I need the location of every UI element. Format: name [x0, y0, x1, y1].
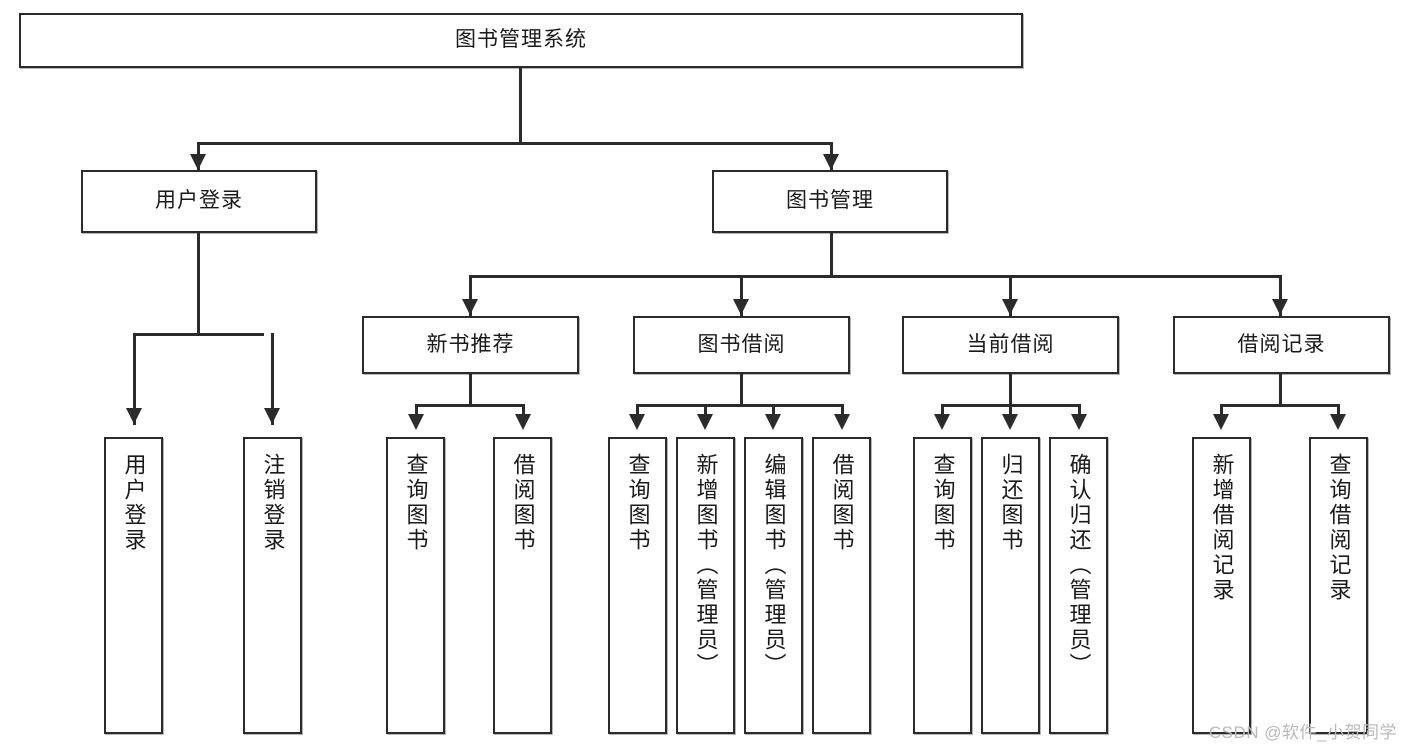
node-current-borrow[interactable]: 当前借阅 [902, 316, 1119, 374]
edge-drop-book-borrow [740, 275, 743, 317]
edge-drop-current-borrow [1009, 275, 1012, 317]
node-new-book-recommend[interactable]: 新书推荐 [362, 316, 579, 374]
node-label: 当前借阅 [966, 332, 1055, 356]
edge-drop-borrow-record [1279, 275, 1282, 317]
arrowhead-new-book [462, 299, 478, 315]
node-label: 新增图书（管理员） [693, 453, 719, 678]
leaf-borrow-record-query[interactable]: 查询借阅记录 [1309, 437, 1368, 734]
edge-book-manage-stem [830, 233, 833, 277]
leaf-borrow-record-add[interactable]: 新增借阅记录 [1192, 437, 1251, 734]
node-label: 新增借阅记录 [1209, 453, 1235, 603]
leaf-book-borrow-borrow[interactable]: 借阅图书 [812, 437, 871, 734]
edge-new-book-stem [469, 374, 472, 406]
arrowhead-book-manage [823, 154, 839, 170]
node-book-management[interactable]: 图书管理 [712, 170, 948, 233]
arrowhead-nb-leaf-2 [515, 414, 531, 430]
node-label: 图书管理 [786, 189, 874, 213]
node-label: 图书管理系统 [455, 28, 587, 52]
arrowhead-bb-leaf-4 [834, 414, 850, 430]
node-book-borrow[interactable]: 图书借阅 [633, 316, 850, 374]
edge-user-login-stem [197, 233, 200, 335]
node-label: 查询借阅记录 [1326, 453, 1352, 603]
leaf-book-borrow-edit[interactable]: 编辑图书（管理员） [744, 437, 803, 734]
node-borrow-record[interactable]: 借阅记录 [1173, 316, 1390, 374]
edge-drop-leaf-user-login-2 [271, 333, 274, 425]
edge-drop-leaf-user-login-1 [133, 333, 136, 425]
leaf-current-borrow-confirm[interactable]: 确认归还（管理员） [1049, 437, 1108, 734]
arrowhead-br-leaf-2 [1330, 414, 1346, 430]
node-root-system[interactable]: 图书管理系统 [19, 13, 1023, 68]
node-label: 用户登录 [121, 453, 147, 553]
arrowhead-borrow-record [1272, 299, 1288, 315]
leaf-book-borrow-query[interactable]: 查询图书 [608, 437, 667, 734]
arrowhead-user-login [190, 154, 206, 170]
leaf-new-book-query[interactable]: 查询图书 [386, 437, 445, 734]
arrowhead-bb-leaf-2 [697, 414, 713, 430]
arrowhead-leaf-user-login-1 [126, 408, 142, 424]
node-label: 查询图书 [930, 453, 956, 553]
node-label: 编辑图书（管理员） [761, 453, 787, 678]
node-label: 归还图书 [998, 453, 1024, 553]
edge-current-borrow-stem [1009, 374, 1012, 406]
arrowhead-nb-leaf-1 [408, 414, 424, 430]
node-label: 借阅图书 [829, 453, 855, 553]
edge-borrow-record-stem [1279, 374, 1282, 406]
leaf-book-borrow-add[interactable]: 新增图书（管理员） [676, 437, 735, 734]
node-user-login[interactable]: 用户登录 [81, 170, 317, 233]
edge-level3-bus [469, 275, 1281, 278]
csdn-watermark: CSDN @软件_小贺同学 [1208, 723, 1397, 742]
leaf-new-book-borrow[interactable]: 借阅图书 [493, 437, 552, 734]
node-label: 用户登录 [155, 189, 243, 213]
arrowhead-cb-leaf-1 [934, 414, 950, 430]
arrowhead-cb-leaf-2 [1002, 414, 1018, 430]
edge-book-borrow-stem [740, 374, 743, 406]
arrowhead-book-borrow [733, 299, 749, 315]
arrowhead-bb-leaf-1 [629, 414, 645, 430]
edge-root-stem [519, 68, 522, 144]
node-label: 注销登录 [260, 453, 286, 553]
edge-borrow-record-bus [1220, 404, 1340, 407]
node-label: 新书推荐 [426, 332, 515, 356]
arrowhead-cb-leaf-3 [1071, 414, 1087, 430]
arrowhead-br-leaf-1 [1213, 414, 1229, 430]
edge-book-borrow-bus [636, 404, 844, 407]
node-label: 查询图书 [403, 453, 429, 553]
node-label: 确认归还（管理员） [1066, 453, 1092, 678]
edge-user-login-bus [133, 333, 264, 336]
leaf-user-login-signin[interactable]: 用户登录 [104, 437, 163, 734]
arrowhead-current-borrow [1002, 299, 1018, 315]
arrowhead-bb-leaf-3 [765, 414, 781, 430]
edge-drop-new-book [469, 275, 472, 317]
node-label: 借阅记录 [1237, 332, 1326, 356]
node-label: 借阅图书 [510, 453, 536, 553]
leaf-user-login-signout[interactable]: 注销登录 [243, 437, 302, 734]
leaf-current-borrow-return[interactable]: 归还图书 [981, 437, 1040, 734]
edge-new-book-bus [415, 404, 525, 407]
node-label: 查询图书 [625, 453, 651, 553]
edge-level2-bus [197, 142, 833, 145]
arrowhead-leaf-user-login-2 [264, 408, 280, 424]
leaf-current-borrow-query[interactable]: 查询图书 [913, 437, 972, 734]
node-label: 图书借阅 [697, 332, 786, 356]
